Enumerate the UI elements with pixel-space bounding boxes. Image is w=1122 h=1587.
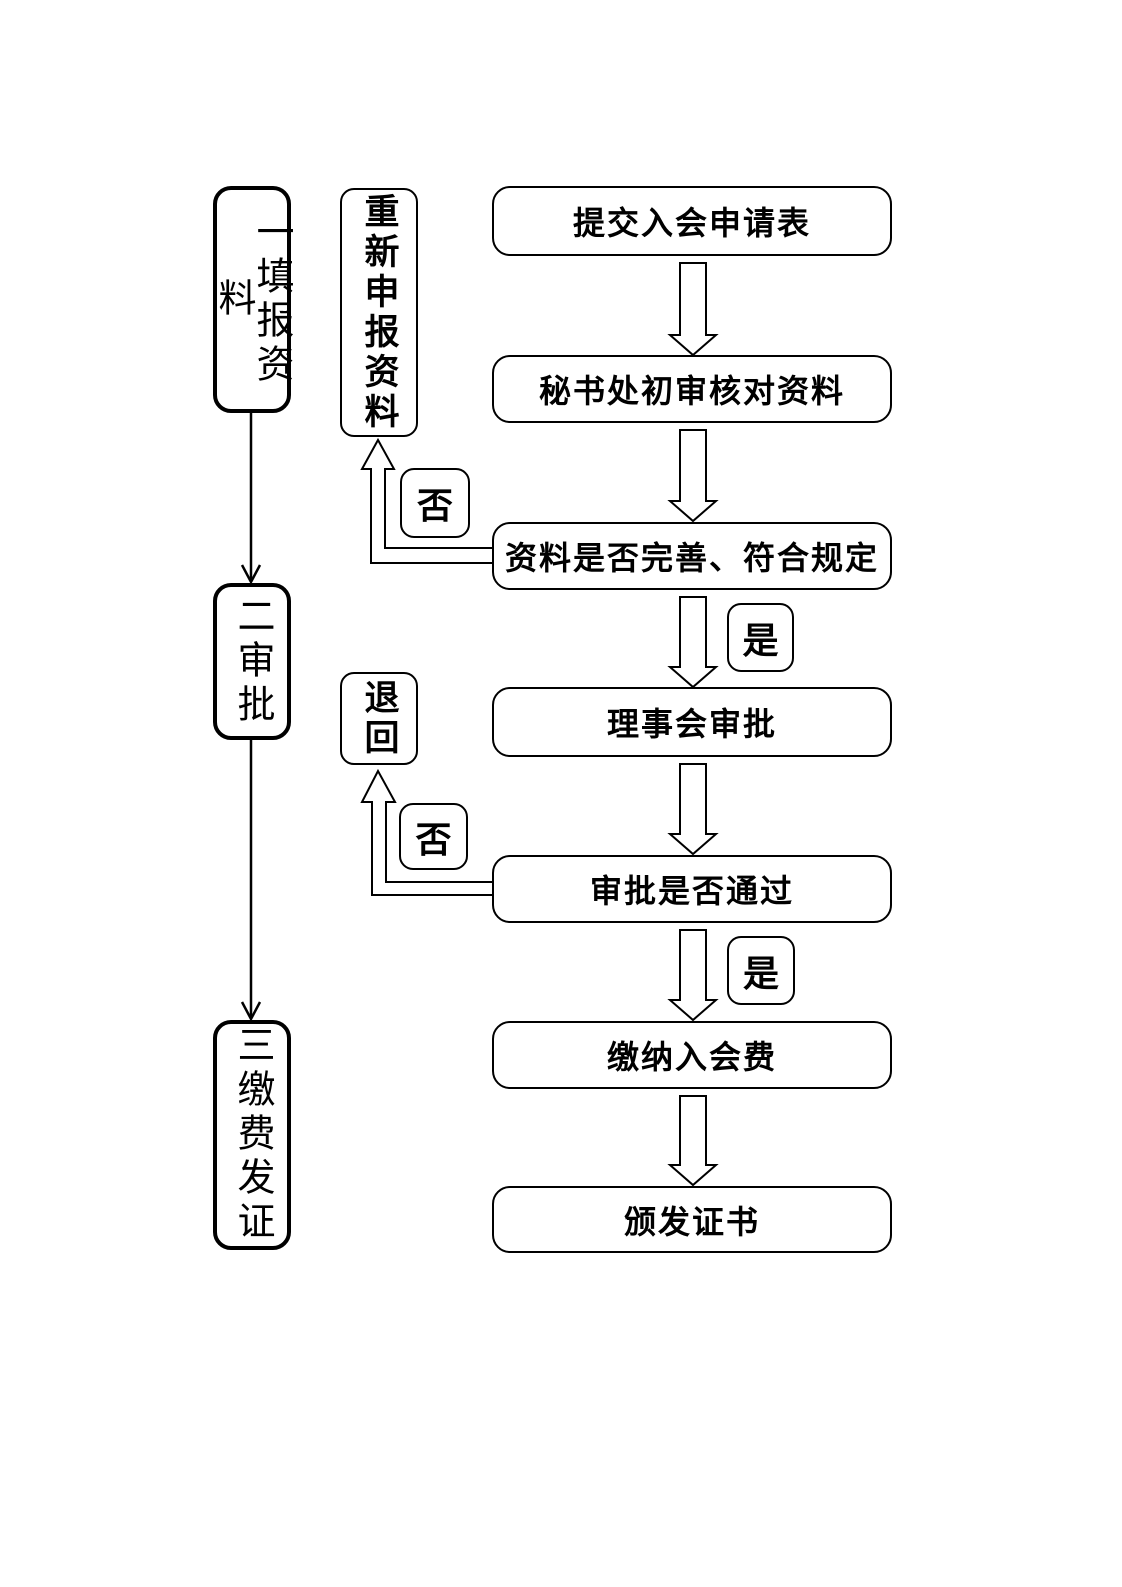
side-node-resubmit-materials-label: 重新申报资料 [359,192,399,433]
branch-label-no-1: 否 [400,468,470,538]
flow-node-pay-fee-label: 缴纳入会费 [606,1039,777,1075]
flow-node-submit-form: 提交入会申请表 [492,186,892,256]
flow-node-secretariat-check-label: 秘书处初审核对资料 [538,373,845,409]
side-node-resubmit-materials: 重新申报资料 [340,188,418,437]
arrow-secretariat-to-material-decision [667,429,719,523]
stage-node-approval: 二审批 [213,583,291,740]
arrow-material-decision-to-council [667,596,719,689]
arrow-pay-to-certificate [667,1095,719,1187]
branch-label-no-2: 否 [399,803,468,870]
pipe-material-no-to-resubmit [360,437,492,564]
branch-label-yes-2: 是 [727,936,795,1005]
flow-node-material-decision: 资料是否完善、符合规定 [492,522,892,590]
branch-label-no-2-text: 否 [415,819,452,860]
side-node-return-label: 退回 [359,678,399,759]
arrow-stage1-to-stage2 [240,413,262,585]
flow-node-submit-form-label: 提交入会申请表 [572,205,811,241]
branch-label-no-1-text: 否 [416,486,453,526]
flow-node-council-approval: 理事会审批 [492,687,892,757]
branch-label-yes-1: 是 [727,603,794,672]
branch-label-yes-1-text: 是 [742,620,779,661]
flow-node-approval-decision-label: 审批是否通过 [589,873,794,909]
flow-node-material-decision-label: 资料是否完善、符合规定 [504,540,879,576]
arrow-submit-to-secretariat [667,262,719,357]
flow-node-council-approval-label: 理事会审批 [606,706,777,742]
flow-node-pay-fee: 缴纳入会费 [492,1021,892,1089]
pipe-approval-no-to-return [360,768,492,896]
arrow-council-to-approval-decision [667,763,719,856]
stage-node-approval-label: 二审批 [231,595,273,728]
side-node-return: 退回 [340,672,418,765]
branch-label-yes-2-text: 是 [742,953,779,994]
stage-node-fill-materials-label: 一填报资料 [212,211,292,388]
flow-node-secretariat-check: 秘书处初审核对资料 [492,355,892,423]
stage-node-pay-certify-label: 三缴费发证 [231,1025,273,1245]
arrow-approval-decision-to-pay [667,929,719,1022]
flow-node-issue-certificate-label: 颁发证书 [623,1203,760,1240]
stage-node-pay-certify: 三缴费发证 [213,1020,291,1250]
flow-node-issue-certificate: 颁发证书 [492,1186,892,1253]
flow-node-approval-decision: 审批是否通过 [492,855,892,923]
stage-node-fill-materials: 一填报资料 [212,186,292,413]
arrow-stage2-to-stage3 [240,740,262,1022]
